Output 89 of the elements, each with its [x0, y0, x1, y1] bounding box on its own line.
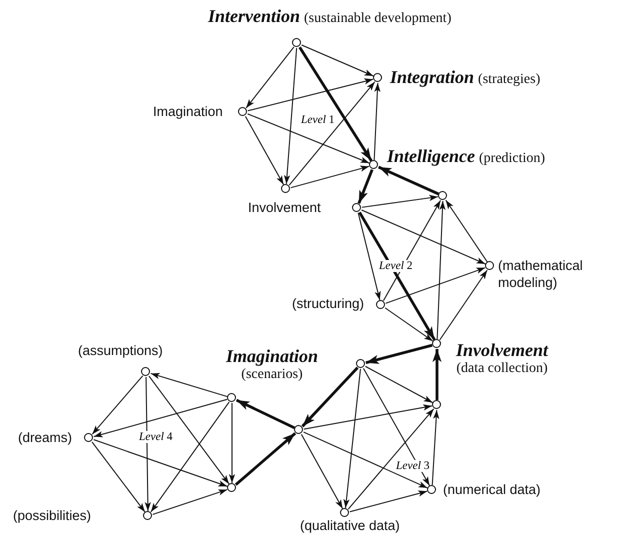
arrow: [445, 200, 488, 262]
stage-subtitle: (scenarios): [240, 367, 304, 383]
arrow: [358, 169, 374, 204]
arrow: [234, 432, 296, 486]
arrow: [290, 166, 370, 188]
arrow: [148, 376, 230, 484]
arrow: [374, 82, 380, 160]
arrow: [301, 44, 374, 77]
arrow: [362, 368, 430, 486]
stage-title: Involvement: [456, 340, 548, 361]
arrow: [384, 307, 434, 342]
stage-subtitle: (strategies): [478, 72, 540, 87]
vertex-circle: [369, 160, 378, 170]
vertex-circle: [292, 38, 302, 48]
stage-title: Integration: [390, 67, 474, 87]
vertex-circle: [432, 339, 442, 348]
arrow: [303, 404, 433, 430]
arrow: [246, 46, 294, 109]
vertex-circle: [373, 73, 382, 82]
vertex-label: (mathematical modeling): [498, 257, 584, 291]
vertex-circle: [84, 433, 94, 442]
arrow: [247, 113, 370, 164]
vertex-circle: [376, 300, 386, 310]
arrow: [152, 489, 228, 515]
vertex-label: (numerical data): [443, 482, 541, 497]
arrow: [364, 366, 434, 404]
stage-title: Imagination: [226, 346, 318, 367]
stage-subtitle: (sustainable development): [304, 11, 452, 26]
vertex-circle: [352, 203, 362, 212]
arrow: [361, 210, 486, 264]
arrow: [228, 402, 236, 484]
arrow: [298, 46, 373, 162]
level-label: Level 1: [300, 114, 336, 126]
arrow: [358, 212, 436, 340]
arrow: [358, 212, 381, 301]
vertex-label: (qualitative data): [300, 518, 400, 533]
arrow: [361, 194, 439, 208]
vertex-circle: [438, 191, 448, 200]
vertex-circle: [427, 485, 436, 494]
vertex-circle: [227, 393, 236, 402]
vertex-label: (possibilities): [13, 508, 92, 523]
arrow: [439, 270, 488, 340]
vertex-label: Involvement: [248, 200, 321, 215]
arrow: [432, 349, 442, 400]
arrow: [93, 439, 228, 487]
vertex-label: Imagination: [153, 104, 223, 119]
vertex-circle: [143, 511, 152, 520]
arrow: [343, 368, 361, 509]
stage-subtitle: (data collection): [456, 361, 548, 377]
arrow: [382, 200, 442, 302]
level-label: Level 3: [395, 460, 431, 472]
arrow: [284, 47, 298, 185]
arrow: [236, 398, 296, 430]
arrow: [349, 490, 428, 512]
vertex-label: (structuring): [292, 296, 364, 311]
stage-title: Intelligence: [387, 146, 475, 166]
stage-title: Intervention: [208, 6, 300, 26]
arrow: [348, 408, 434, 510]
vertex-circle: [432, 400, 442, 410]
arrow: [365, 344, 433, 364]
vertex-label: (assumptions): [78, 343, 163, 358]
arrow: [150, 402, 230, 512]
vertex-circle: [340, 508, 350, 518]
vertex-label: (dreams): [18, 430, 72, 445]
vertex-circle: [356, 359, 366, 368]
arrow: [247, 78, 374, 112]
arrow: [385, 267, 486, 304]
arrow: [93, 398, 228, 438]
vertex-circle: [227, 483, 236, 492]
arrow: [288, 81, 376, 186]
arrow: [303, 432, 428, 488]
arrow: [378, 166, 440, 196]
vertex-circle: [238, 107, 248, 116]
arrow: [300, 434, 344, 510]
vertex-circle: [294, 425, 304, 434]
arrow: [150, 372, 228, 398]
arrow: [244, 116, 284, 186]
arrow: [436, 200, 446, 340]
level-label: Level 2: [378, 260, 414, 272]
vertex-circle: [281, 184, 290, 194]
level-label: Level 4: [138, 431, 174, 443]
stage-subtitle: (prediction): [479, 151, 546, 166]
arrow: [144, 376, 151, 512]
arrow: [92, 442, 146, 512]
arrow: [432, 410, 440, 486]
arrow: [92, 375, 144, 435]
vertex-circle: [141, 367, 150, 376]
vertex-circle: [485, 261, 494, 270]
arrow: [301, 366, 359, 428]
